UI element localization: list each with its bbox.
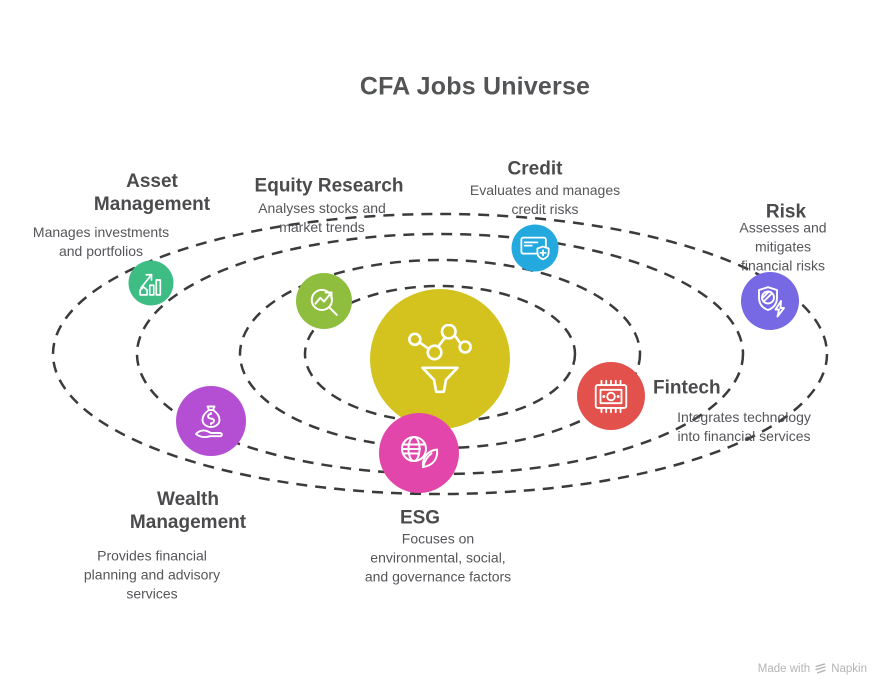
orbit-ellipse-outer <box>51 212 829 496</box>
node-esg-description: Focuses on environmental, social, and go… <box>364 530 512 585</box>
node-fintech-description: Integrates technology into financial ser… <box>677 408 811 444</box>
watermark: Made with Napkin <box>758 662 867 675</box>
chart-magnifier-icon <box>310 288 338 316</box>
node-wealth-management-description: Provides financial planning and advisory… <box>83 547 221 602</box>
growth-chart-icon <box>138 273 161 296</box>
node-fintech-bubble <box>577 362 645 430</box>
napkin-logo-icon <box>815 663 826 674</box>
watermark-text: Made with <box>757 662 811 675</box>
diagram-title: CFA Jobs Universe <box>359 72 591 101</box>
node-risk-label: Risk <box>765 201 807 223</box>
node-fintech-label: Fintech <box>653 377 721 399</box>
node-asset-management-description: Manages investments and portfolios <box>32 223 170 259</box>
node-credit-bubble <box>511 224 559 272</box>
node-credit-label: Credit <box>507 158 563 180</box>
node-credit-description: Evaluates and manages credit risks <box>469 181 621 217</box>
card-shield-icon <box>519 236 550 261</box>
center-node-bubble <box>370 289 510 429</box>
shield-bolt-icon <box>758 286 785 318</box>
node-asset-management-label: Asset Management <box>93 170 211 215</box>
money-hand-icon <box>195 405 223 439</box>
node-equity-research-description: Analyses stocks and market trends <box>258 199 386 235</box>
node-equity-research-bubble <box>296 273 352 329</box>
node-esg-bubble <box>379 413 459 493</box>
node-wealth-management-label: Wealth Management <box>129 488 247 533</box>
node-asset-management-bubble <box>128 260 174 306</box>
network-funnel-icon <box>408 324 472 394</box>
node-risk-description: Assesses and mitigates financial risks <box>739 219 827 274</box>
chip-money-icon <box>594 379 628 413</box>
orbit-ellipse-inner <box>303 284 577 424</box>
node-esg-label: ESG <box>399 507 441 529</box>
node-equity-research-label: Equity Research <box>254 175 404 197</box>
node-wealth-management-bubble <box>176 386 246 456</box>
globe-leaf-icon <box>401 436 439 468</box>
watermark-brand: Napkin <box>831 662 867 675</box>
node-risk-bubble <box>741 272 799 330</box>
